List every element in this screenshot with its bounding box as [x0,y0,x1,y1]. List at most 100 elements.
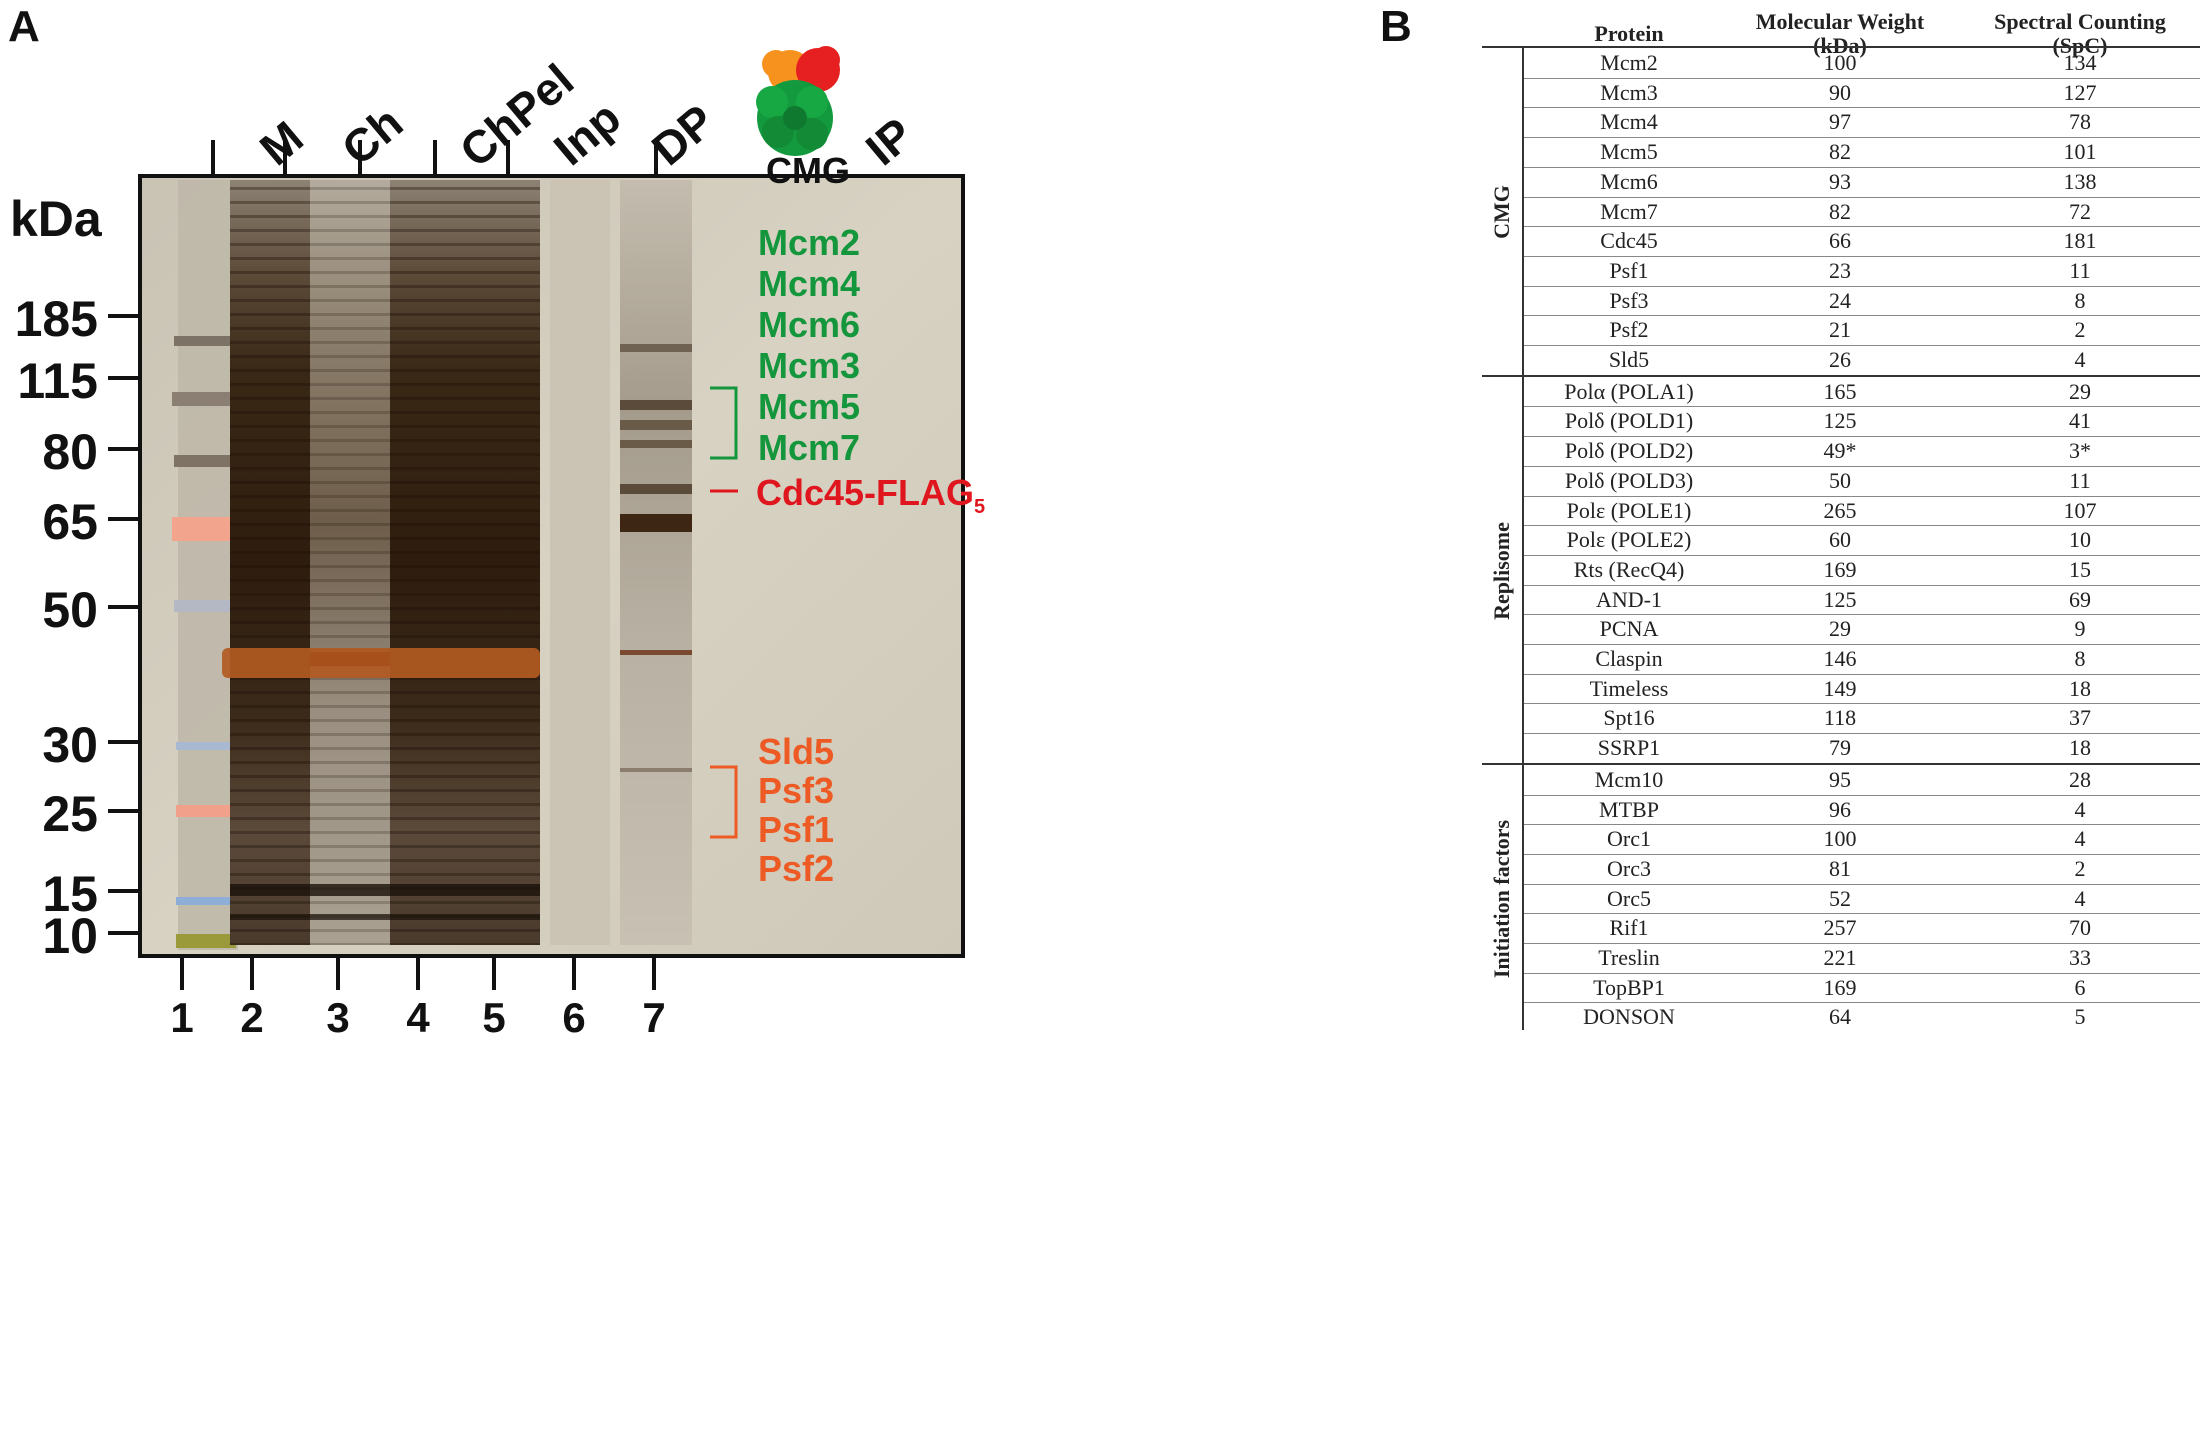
protein-label-mcm2: Mcm2 [758,222,861,263]
row-rule [1524,644,2200,645]
cell-protein: Mcm7 [1600,198,1658,224]
row-rule [1524,255,2200,257]
cell-protein: Mcm2 [1600,50,1658,75]
cell-protein: Claspin [1595,646,1663,671]
cell-spectral-count: 138 [2063,168,2097,194]
group-label: Initiation factors [1489,820,1514,979]
marker-65: 65 [42,494,98,550]
cell-molecular-weight: 96 [1829,796,1851,822]
row-rule [1524,943,2200,944]
cell-protein: Orc3 [1607,855,1651,881]
panel-a-letter: A [8,2,40,51]
cell-protein: Orc5 [1607,885,1651,911]
group-label: Replisome [1489,521,1514,620]
cell-protein: PCNA [1599,616,1659,642]
protein-label-psf2: Psf2 [758,848,835,889]
header-spectral-counting: Spectral Counting (SpC) [1994,9,2166,58]
cell-molecular-weight: 118 [1823,705,1857,731]
row-rule [1524,883,2200,885]
lane-number-3: 3 [326,994,350,1041]
marker-50: 50 [42,582,98,638]
lane-number-4: 4 [406,994,430,1041]
marker-80: 80 [42,424,98,480]
cell-protein: Polε (POLE1) [1566,497,1692,523]
cell-molecular-weight: 60 [1829,527,1851,553]
cell-molecular-weight: 26 [1829,347,1851,372]
row-rule [1524,703,2200,705]
gel-image [108,46,965,990]
protein-label-mcm7: Mcm7 [758,427,861,468]
cell-spectral-count: 4 [2074,347,2086,372]
lane-number-2: 2 [240,994,264,1041]
cell-protein: TopBP1 [1593,974,1665,1000]
row-rule [1524,824,2200,826]
cell-molecular-weight: 257 [1823,915,1857,941]
cell-protein: Psf1 [1609,257,1649,283]
row-rule [1524,614,2200,616]
cell-protein: Polδ (POLD3) [1564,467,1694,493]
cell-spectral-count: 5 [2074,1004,2086,1030]
cell-spectral-count: 15 [2069,556,2091,582]
cell-molecular-weight: 100 [1823,826,1857,852]
cell-molecular-weight: 169 [1823,974,1857,1000]
cell-spectral-count: 4 [2074,796,2086,822]
cell-protein: Mcm6 [1600,168,1658,194]
protein-label-mcm4: Mcm4 [758,263,861,304]
protein-label-sld5: Sld5 [758,731,835,772]
marker-115: 115 [17,353,98,409]
cell-spectral-count: 9 [2074,616,2086,642]
cell-spectral-count: 18 [2069,735,2091,761]
cell-spectral-count: 4 [2074,826,2086,852]
row-rule [1524,972,2200,974]
cell-spectral-count: 37 [2069,705,2091,731]
cell-spectral-count: 28 [2069,766,2091,792]
marker-15: 15 [42,866,98,922]
row-rule [1524,315,2200,317]
cell-molecular-weight: 81 [1829,855,1851,881]
cell-protein: Spt16 [1603,705,1655,731]
cell-spectral-count: 127 [2063,79,2097,105]
cell-molecular-weight: 21 [1829,317,1851,343]
row-rule [1524,406,2200,408]
row-rule [1524,733,2200,735]
cell-molecular-weight: 169 [1823,556,1857,582]
cell-spectral-count: 41 [2069,408,2091,434]
cell-spectral-count: 33 [2069,945,2091,970]
cell-spectral-count: 2 [2074,317,2086,343]
table-group-divider [1522,48,1524,1030]
cell-protein: MTBP [1599,796,1659,822]
marker-185: 185 [14,291,98,347]
protein-label-mcm6: Mcm6 [758,304,861,345]
row-rule [1524,166,2200,168]
cell-molecular-weight: 125 [1823,586,1857,612]
cmg-complex-label: CMG [766,150,850,191]
cell-protein: Psf2 [1609,317,1649,343]
cell-molecular-weight: 23 [1829,257,1851,283]
cell-protein: Polδ (POLD1) [1564,408,1694,434]
cell-protein: Rts (RecQ4) [1573,556,1685,582]
marker-25: 25 [42,786,98,842]
cell-protein: Mcm5 [1600,139,1658,165]
marker-30: 30 [42,717,98,773]
row-rule [1524,853,2200,855]
row-rule [1524,673,2200,675]
header-protein: Protein [1594,21,1664,46]
cell-protein: Timeless [1589,675,1669,701]
cell-molecular-weight: 100 [1823,50,1857,75]
cell-molecular-weight: 265 [1823,497,1857,523]
cell-spectral-count: 8 [2074,287,2086,313]
panel-b-letter: B [1380,2,1412,51]
cell-protein: Polδ (POLD2) [1564,438,1694,464]
cell-protein: Treslin [1598,945,1660,970]
cell-molecular-weight: 24 [1829,287,1851,313]
kda-unit-label: kDa [10,191,102,247]
cell-spectral-count: 72 [2069,198,2091,224]
row-rule [1524,495,2200,497]
cell-protein: Rif1 [1609,915,1649,941]
cell-molecular-weight: 29 [1829,616,1851,642]
protein-label-mcm5: Mcm5 [758,386,861,427]
lane-number-5: 5 [482,994,506,1041]
lane-number-7: 7 [642,994,666,1041]
group-rule [1482,762,2200,765]
cell-molecular-weight: 93 [1829,168,1851,194]
